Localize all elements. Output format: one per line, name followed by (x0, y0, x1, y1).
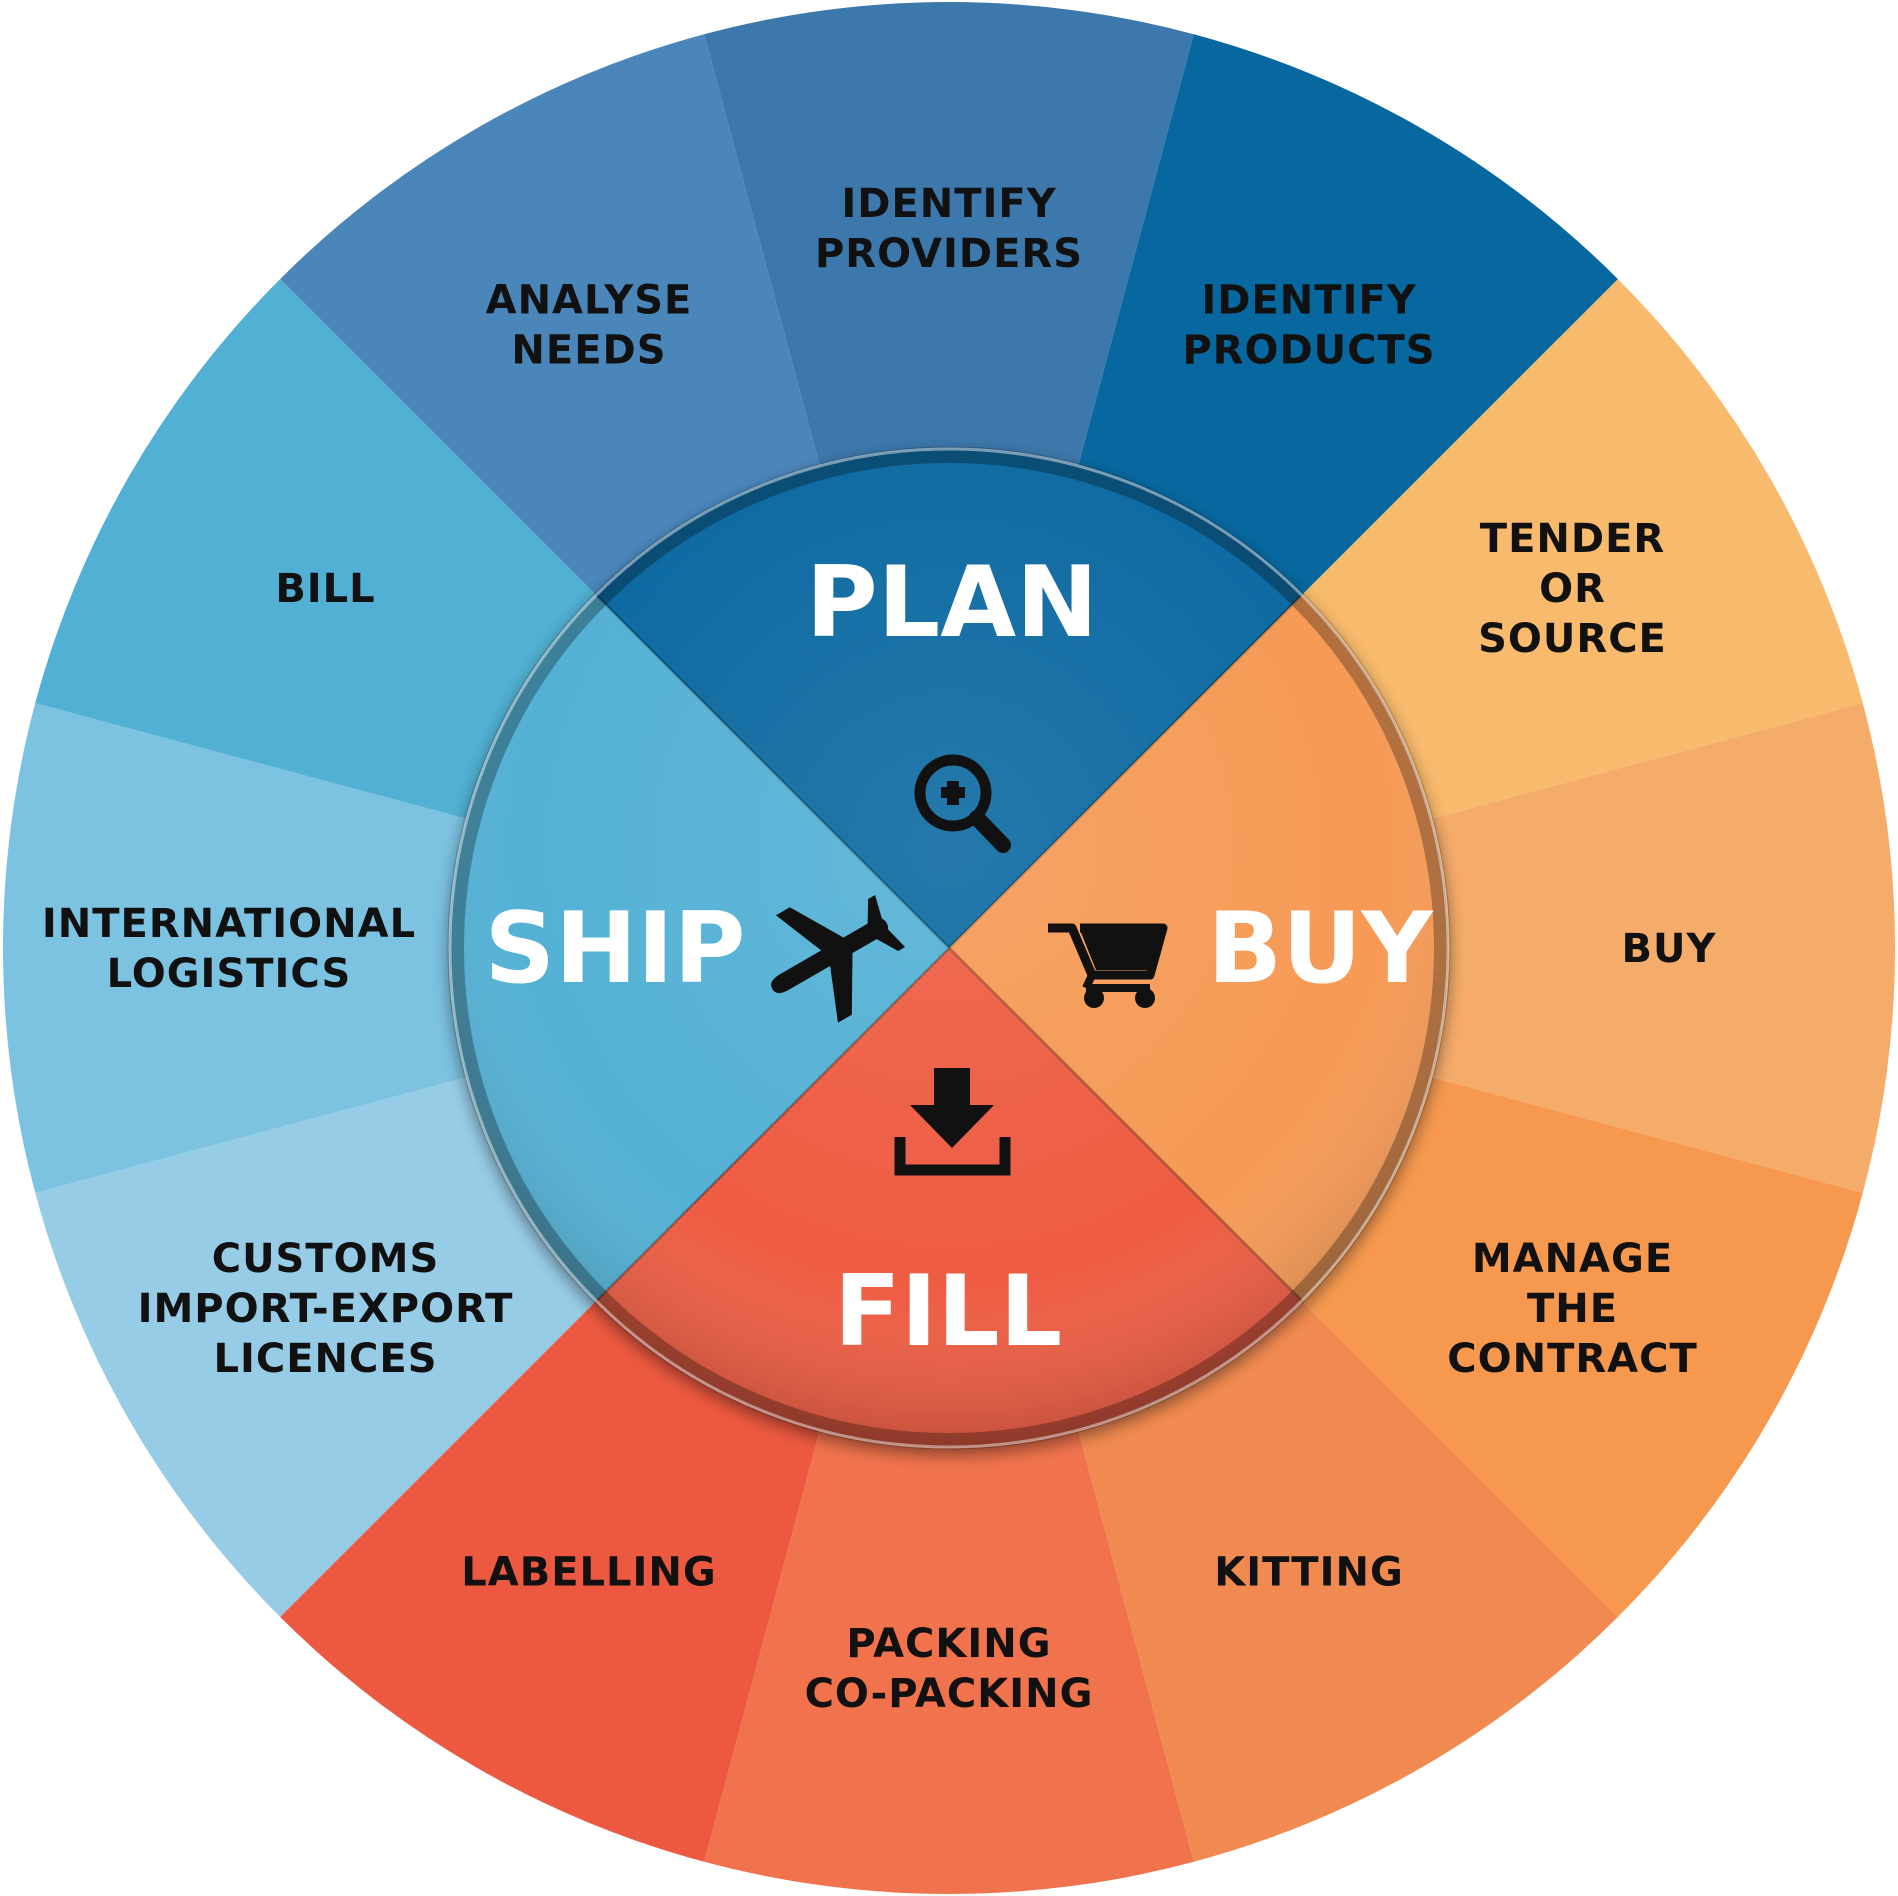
segment-label-line: BUY (1622, 926, 1717, 972)
segment-label-line: TENDER (1480, 516, 1665, 562)
phase-labels: PLAN BUY FILL SHIP (485, 546, 1434, 1369)
phase-label-ship: SHIP (485, 892, 746, 1006)
segment-label-line: IDENTIFY (1201, 278, 1416, 324)
segment-label-line: PACKING (846, 1621, 1051, 1667)
segment-label-line: CUSTOMS (212, 1236, 440, 1282)
segment-label-line: CONTRACT (1447, 1336, 1698, 1382)
segment-label-line: THE (1527, 1286, 1618, 1332)
segment-label-line: PROVIDERS (815, 231, 1083, 277)
segment-label-line: ANALYSE (486, 278, 693, 324)
phase-label-buy: BUY (1207, 892, 1433, 1006)
search-plus-icon (914, 754, 1011, 853)
segment-label-line: LABELLING (461, 1550, 716, 1596)
segment-buy-label: BUY (1622, 926, 1717, 972)
segment-labelling-label: LABELLING (461, 1550, 716, 1596)
segment-label-line: IMPORT-EXPORT (138, 1286, 514, 1332)
hub-gloss (449, 448, 1449, 1448)
inner-hub-gloss (448, 447, 1450, 1449)
phase-label-fill: FILL (834, 1255, 1062, 1369)
segment-label-line: CO-PACKING (805, 1671, 1094, 1717)
segment-label-line: SOURCE (1478, 616, 1667, 662)
segment-label-line: LOGISTICS (107, 951, 352, 997)
segment-kitting-label: KITTING (1214, 1550, 1404, 1596)
segment-label-line: INTERNATIONAL (42, 901, 416, 947)
segment-label-line: PRODUCTS (1182, 328, 1435, 374)
segment-bill-label: BILL (275, 566, 375, 612)
segment-label-line: OR (1539, 566, 1606, 612)
segment-label-line: LICENCES (213, 1336, 437, 1382)
hub-rim-highlight (448, 447, 1450, 1449)
segment-label-line: MANAGE (1472, 1236, 1673, 1282)
phase-label-plan: PLAN (806, 546, 1098, 660)
phase-icons (771, 754, 1168, 1176)
segment-label-line: BILL (275, 566, 375, 612)
shopping-cart-icon (1048, 923, 1168, 1008)
download-tray-icon (894, 1068, 1011, 1176)
segment-label-line: NEEDS (511, 328, 666, 374)
segment-label-line: IDENTIFY (841, 181, 1056, 227)
segment-label-line: KITTING (1214, 1550, 1404, 1596)
airplane-icon (771, 895, 906, 1023)
hub-rim (450, 449, 1448, 1447)
